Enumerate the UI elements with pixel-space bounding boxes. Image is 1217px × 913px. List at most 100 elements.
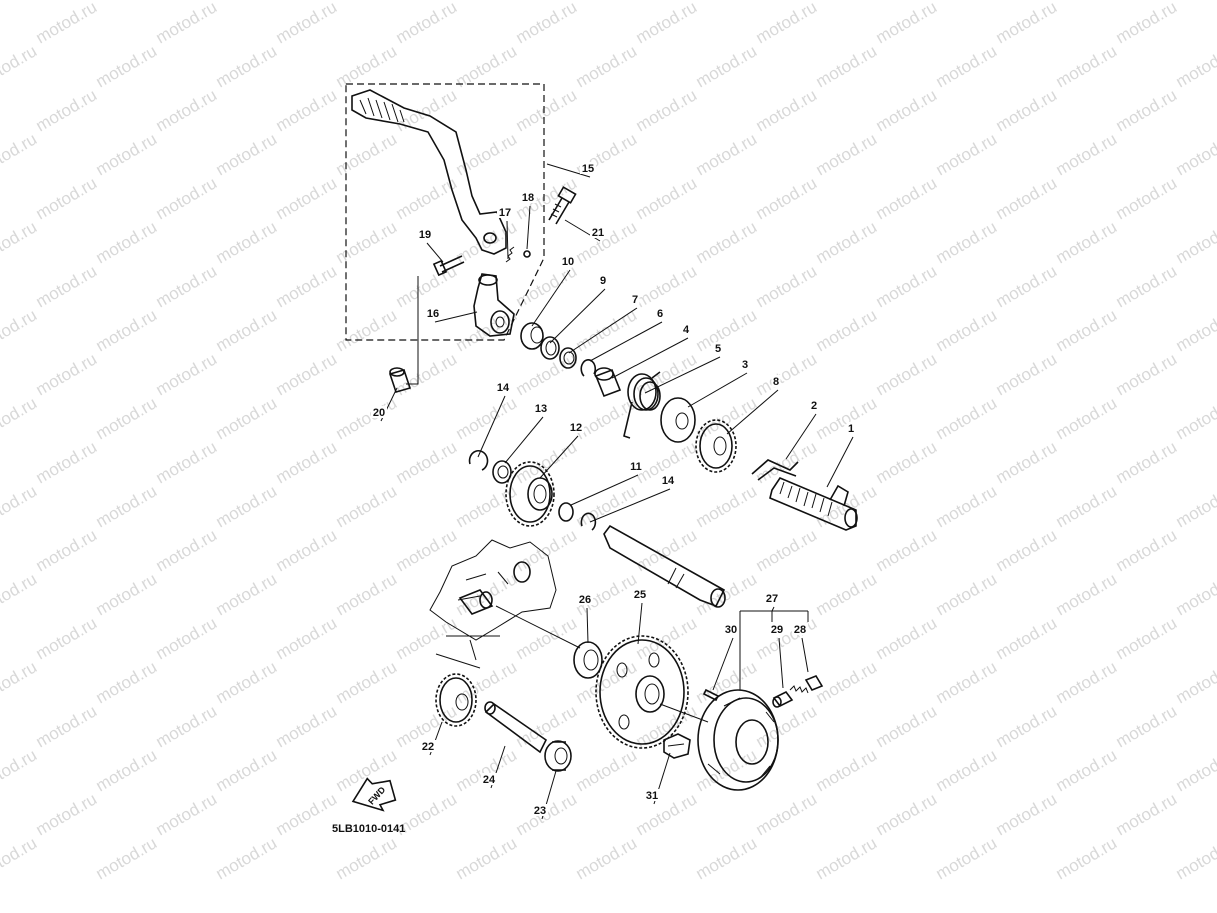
watermark-text: motod.ru xyxy=(0,481,40,531)
watermark-text: motod.ru xyxy=(153,173,221,223)
watermark-text: motod.ru xyxy=(1173,745,1217,795)
watermark-text: motod.ru xyxy=(393,613,461,663)
watermark-text: motod.ru xyxy=(33,349,101,399)
circlip-6 xyxy=(580,359,597,377)
watermark-text: motod.ru xyxy=(33,525,101,575)
watermark-text: motod.ru xyxy=(393,525,461,575)
kick-boss xyxy=(473,273,515,337)
callout-c30: 30 xyxy=(725,624,737,636)
watermark-text: motod.ru xyxy=(753,173,821,223)
callout-c27: 27 xyxy=(766,593,778,605)
watermark-text: motod.ru xyxy=(33,437,101,487)
watermark-text: motod.ru xyxy=(1053,833,1121,883)
watermark-text: motod.ru xyxy=(813,569,881,619)
watermark-text: motod.ru xyxy=(273,0,341,47)
watermark-text: motod.ru xyxy=(333,833,401,883)
watermark-text: motod.ru xyxy=(93,569,161,619)
watermark-text: motod.ru xyxy=(1053,745,1121,795)
watermark-text: motod.ru xyxy=(153,701,221,751)
watermark-text: motod.ru xyxy=(213,217,281,267)
watermark-text: motod.ru xyxy=(393,437,461,487)
circlip-14b xyxy=(580,512,597,531)
watermark-text: motod.ru xyxy=(453,0,521,3)
callout-c21: 21 xyxy=(592,227,604,239)
watermark-text: motod.ru xyxy=(753,261,821,311)
kick-crank-assembly-box xyxy=(345,83,545,341)
callout-bg-c18 xyxy=(520,191,536,203)
leader-line-c25 xyxy=(637,602,643,645)
watermark-text: motod.ru xyxy=(1113,85,1181,135)
bushing-4 xyxy=(594,367,622,398)
watermark-text: motod.ru xyxy=(513,613,581,663)
watermark-text: motod.ru xyxy=(213,481,281,531)
plunger-29 xyxy=(772,690,794,708)
watermark-text: motod.ru xyxy=(273,613,341,663)
collar-20 xyxy=(388,367,412,393)
watermark-text: motod.ru xyxy=(993,525,1061,575)
watermark-text: motod.ru xyxy=(1113,789,1181,839)
watermark-text: motod.ru xyxy=(933,0,1001,3)
watermark-text: motod.ru xyxy=(0,657,40,707)
watermark-text: motod.ru xyxy=(1053,657,1121,707)
watermark-text: motod.ru xyxy=(0,569,40,619)
callout-bg-c12 xyxy=(568,421,584,433)
callout-c6: 6 xyxy=(657,308,663,320)
collar-bracket xyxy=(406,276,419,385)
watermark-text: motod.ru xyxy=(693,657,761,707)
watermark-text: motod.ru xyxy=(333,0,401,3)
pin-30 xyxy=(702,688,720,702)
watermark-text: motod.ru xyxy=(993,85,1061,135)
watermark-text: motod.ru xyxy=(813,0,881,3)
watermark-text: motod.ru xyxy=(873,0,941,47)
leader-line-c15 xyxy=(546,163,591,178)
clutch-27 xyxy=(697,689,779,791)
watermark-text: motod.ru xyxy=(1113,173,1181,223)
watermark-text: motod.ru xyxy=(453,833,521,883)
reference-line-b xyxy=(435,653,481,669)
watermark-text: motod.ru xyxy=(1173,569,1217,619)
watermark-text: motod.ru xyxy=(813,657,881,707)
watermark-text: motod.ru xyxy=(33,261,101,311)
watermark-text: motod.ru xyxy=(153,613,221,663)
watermark-text: motod.ru xyxy=(0,833,40,883)
watermark-text: motod.ru xyxy=(0,129,40,179)
callout-bg-c19 xyxy=(417,228,433,240)
watermark-text: motod.ru xyxy=(813,129,881,179)
watermark-text: motod.ru xyxy=(93,0,161,3)
watermark-text: motod.ru xyxy=(1113,0,1181,47)
watermark-text: motod.ru xyxy=(633,173,701,223)
leader-line-c2 xyxy=(785,413,817,460)
watermark-text: motod.ru xyxy=(1113,613,1181,663)
watermark-text: motod.ru xyxy=(573,833,641,883)
watermark-text: motod.ru xyxy=(93,305,161,355)
callout-bg-c31 xyxy=(644,789,660,801)
watermark-text: motod.ru xyxy=(1173,833,1217,883)
watermark-text: motod.ru xyxy=(1173,0,1217,3)
watermark-text: motod.ru xyxy=(933,481,1001,531)
callout-c11: 11 xyxy=(630,461,642,473)
watermark-text: motod.ru xyxy=(693,0,761,3)
watermark-text: motod.ru xyxy=(93,657,161,707)
callout-c1: 1 xyxy=(848,423,854,435)
cap-28 xyxy=(804,675,824,691)
callout-c19: 19 xyxy=(419,229,431,241)
watermark-text: motod.ru xyxy=(213,569,281,619)
callout-bg-c9 xyxy=(598,274,608,286)
callout-c25: 25 xyxy=(634,589,646,601)
watermark-text: motod.ru xyxy=(873,789,941,839)
watermark-text: motod.ru xyxy=(333,393,401,443)
washer-10 xyxy=(520,322,544,350)
watermark-text: motod.ru xyxy=(633,0,701,47)
ball-18 xyxy=(523,250,531,258)
watermark-text: motod.ru xyxy=(753,0,821,47)
watermark-text: motod.ru xyxy=(633,85,701,135)
leader-line-c6 xyxy=(589,321,663,362)
callout-bg-c27 xyxy=(764,592,780,604)
leader-line-c7 xyxy=(568,307,638,354)
callout-bg-c6 xyxy=(655,307,665,319)
watermark-text: motod.ru xyxy=(1113,437,1181,487)
callout-bg-c13 xyxy=(533,402,549,414)
watermark-text: motod.ru xyxy=(993,789,1061,839)
watermark-text: motod.ru xyxy=(633,525,701,575)
